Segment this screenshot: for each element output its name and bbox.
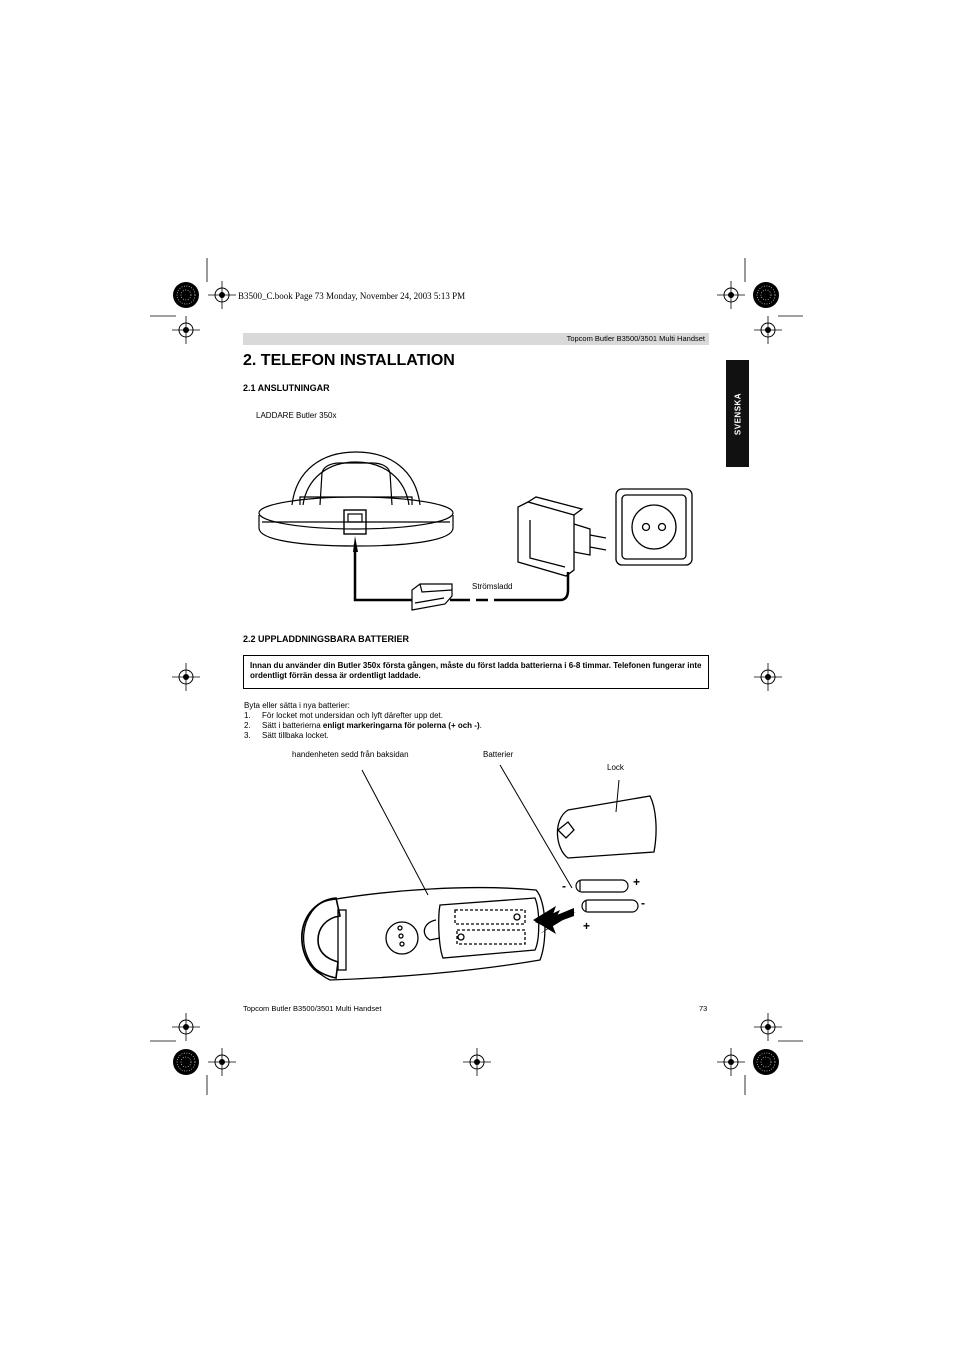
step-number: 2. [244, 721, 251, 730]
cover-label: Lock [607, 763, 624, 772]
section-heading-batteries: 2.2 UPPLADDNINGSBARA BATTERIER [243, 634, 410, 644]
step-text: Sätt tillbaka locket. [262, 731, 329, 740]
page-number: 73 [699, 1004, 708, 1013]
power-cable-left [353, 544, 412, 602]
wall-socket-drawing [615, 488, 693, 566]
step-text: . [479, 721, 482, 730]
batteries-drawing [575, 879, 639, 913]
polarity-plus-top: + [633, 875, 640, 889]
page-title: 2. TELEFON INSTALLATION [243, 352, 455, 369]
step-text: Sätt i batterierna [262, 721, 323, 730]
section-heading-connections: 2.1 ANSLUTNINGAR [243, 383, 330, 393]
handset-back-label: handenheten sedd från baksidan [292, 750, 409, 759]
polarity-minus-bottom: - [641, 896, 645, 910]
battery-cover-drawing [556, 795, 657, 859]
language-tab: SVENSKA [726, 360, 749, 467]
step-text-bold: enligt markeringarna för polerna (+ och … [322, 721, 480, 730]
list-item: 3. Sätt tillbaka locket. [244, 731, 482, 741]
list-item: 2. Sätt i batterierna enligt markeringarn… [244, 721, 482, 731]
list-item: 1. För locket mot undersidan och lyft där… [244, 711, 482, 721]
charger-base-drawing [258, 451, 454, 547]
polarity-plus-bottom: + [583, 919, 590, 933]
power-cable-label: Strömsladd [472, 582, 513, 591]
header-product-name: Topcom Butler B3500/3501 Multi Handset [566, 334, 705, 343]
step-text: För locket mot undersidan och lyft däref… [262, 711, 443, 720]
polarity-minus-top: - [562, 879, 566, 893]
handset-back-drawing [301, 886, 546, 981]
step-number: 1. [244, 711, 251, 720]
cable-plug-drawing [411, 583, 453, 611]
footer-product-name: Topcom Butler B3500/3501 Multi Handset [243, 1004, 382, 1013]
charging-note-box: Innan du använder din Butler 350x första… [243, 655, 709, 689]
book-info-line: B3500_C.book Page 73 Monday, November 24… [238, 291, 466, 301]
step-number: 3. [244, 731, 251, 740]
charger-label: LADDARE Butler 350x [256, 411, 337, 420]
battery-instructions: Byta eller sätta i nya batterier: 1. För … [244, 701, 482, 741]
batteries-label: Batterier [483, 750, 514, 759]
running-header: Topcom Butler B3500/3501 Multi Handset [243, 333, 709, 345]
power-adapter-drawing [517, 496, 607, 577]
instructions-intro: Byta eller sätta i nya batterier: [244, 701, 350, 710]
power-cable-right [450, 572, 570, 602]
